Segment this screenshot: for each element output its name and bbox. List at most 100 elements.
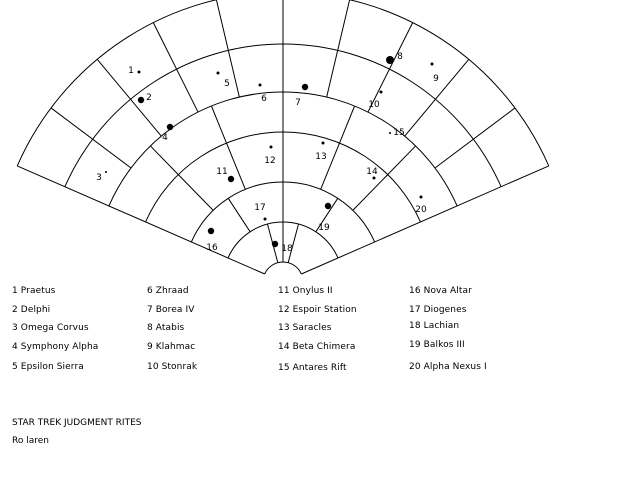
star-number-label: 18 (281, 244, 293, 254)
star-system-16: 16 (206, 227, 218, 253)
star-dot (301, 83, 309, 91)
star-system-13: 13 (315, 141, 327, 162)
star-number-label: 3 (96, 173, 102, 183)
star-dot (207, 227, 215, 235)
star-number-label: 2 (146, 93, 152, 103)
star-system-4: 4 (162, 123, 174, 143)
sector-divider (339, 105, 356, 144)
legend-item: 13 Saracles (278, 323, 332, 333)
legend-item: 9 Klahmac (147, 342, 196, 352)
star-system-20: 20 (415, 195, 427, 215)
star-dot (271, 240, 279, 248)
sector-divider (287, 223, 300, 263)
star-dot (137, 96, 145, 104)
star-dot (105, 171, 107, 173)
legend-item: 8 Atabis (147, 323, 185, 333)
star-dot (379, 90, 383, 94)
star-system-17: 17 (254, 203, 267, 221)
fan-edge-right (301, 165, 549, 275)
star-number-label: 14 (366, 167, 378, 177)
legend-item: 1 Praetus (12, 286, 56, 296)
star-number-label: 1 (128, 66, 134, 76)
star-number-label: 6 (261, 94, 267, 104)
star-system-9: 9 (430, 62, 439, 84)
legend-item: 20 Alpha Nexus I (409, 362, 487, 372)
legend-item: 18 Lachian (409, 321, 460, 331)
legend-item: 4 Symphony Alpha (12, 342, 99, 352)
star-system-2: 2 (137, 93, 152, 104)
star-dot (389, 132, 391, 134)
sector-divider (326, 0, 351, 98)
star-dot (430, 62, 434, 66)
star-system-8: 8 (386, 52, 403, 64)
star-number-label: 20 (415, 205, 427, 215)
star-dot (137, 70, 141, 74)
star-dot (324, 202, 332, 210)
star-number-label: 8 (397, 52, 403, 62)
sector-divider (320, 142, 340, 190)
star-system-12: 12 (264, 145, 276, 166)
star-dot (227, 175, 235, 183)
legend-item: 17 Diogenes (409, 305, 467, 315)
legend-item: 10 Stonrak (147, 362, 198, 372)
star-dot (263, 217, 267, 221)
legend-item: 16 Nova Altar (409, 286, 472, 296)
star-number-label: 19 (318, 223, 330, 233)
star-number-label: 10 (368, 100, 380, 110)
star-number-label: 5 (224, 79, 230, 89)
star-system-7: 7 (295, 83, 309, 108)
star-system-1: 1 (128, 66, 141, 76)
star-dot (216, 71, 220, 75)
sector-divider (150, 145, 179, 175)
star-number-label: 16 (206, 243, 218, 253)
star-number-label: 13 (315, 152, 326, 162)
star-system-3: 3 (96, 171, 107, 183)
star-dot (372, 176, 376, 180)
star-system-10: 10 (368, 90, 383, 110)
star-number-label: 15 (393, 128, 404, 138)
star-system-14: 14 (366, 167, 378, 180)
star-number-label: 11 (216, 167, 227, 177)
sector-divider (227, 198, 251, 233)
legend-item: 6 Zhraad (147, 286, 189, 296)
star-system-5: 5 (216, 71, 230, 89)
sector-divider (96, 59, 162, 137)
star-number-label: 12 (264, 156, 275, 166)
game-title: STAR TREK JUDGMENT RITES (12, 418, 142, 428)
star-dot (258, 83, 262, 87)
sector-divider (434, 107, 516, 169)
star-system-15: 15 (389, 128, 405, 138)
legend-item: 15 Antares Rift (278, 363, 347, 373)
sector-divider (387, 145, 416, 175)
star-dot (419, 195, 423, 199)
sector-divider (367, 22, 414, 113)
legend-item: 12 Espoir Station (278, 305, 357, 315)
sector-divider (210, 105, 227, 144)
star-system-6: 6 (258, 83, 267, 104)
star-system-19: 19 (318, 202, 332, 233)
star-system-18: 18 (271, 240, 293, 254)
author-name: Ro laren (12, 436, 49, 446)
sector-divider (226, 142, 246, 190)
star-number-label: 9 (433, 74, 439, 84)
legend-item: 5 Epsilon Sierra (12, 362, 84, 372)
legend-item: 19 Balkos III (409, 340, 465, 350)
outer-arc (16, 0, 550, 167)
sector-grid (16, 0, 550, 275)
legend-item: 3 Omega Corvus (12, 323, 89, 333)
sector-divider (152, 22, 199, 113)
sector-divider (50, 107, 132, 169)
fan-edge-left (17, 165, 265, 275)
star-system-11: 11 (216, 167, 235, 183)
sector-divider (352, 174, 389, 211)
legend-item: 2 Delphi (12, 305, 51, 315)
legend-item: 14 Beta Chimera (278, 342, 356, 352)
star-number-label: 4 (162, 133, 168, 143)
star-dot (321, 141, 325, 145)
star-dot (386, 56, 394, 64)
star-number-label: 7 (295, 98, 301, 108)
legend-item: 7 Borea IV (147, 305, 195, 315)
legend-item: 11 Onylus II (278, 286, 333, 296)
